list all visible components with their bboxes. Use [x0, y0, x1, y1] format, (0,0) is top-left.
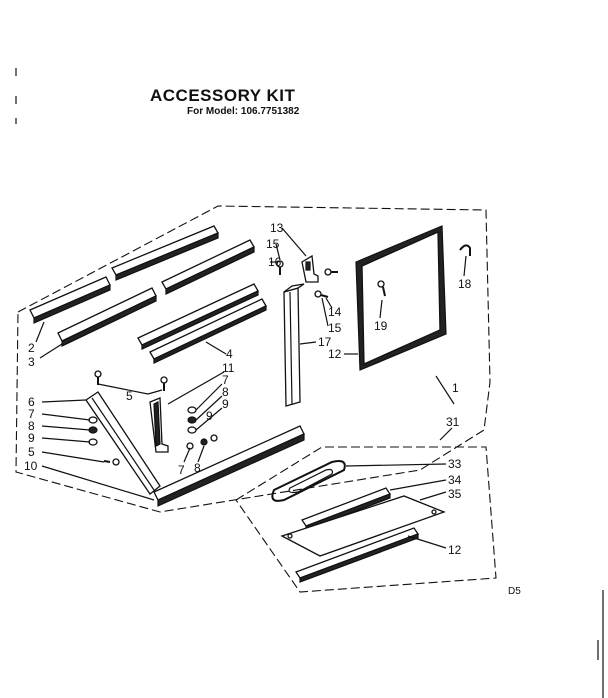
model-number: For Model: 106.7751382 [187, 106, 300, 117]
callout-9-bottom: 9 [206, 409, 213, 423]
screw-part-5b [160, 376, 168, 391]
rail-part-4 [137, 283, 267, 364]
callout-14: 14 [328, 305, 342, 319]
callout-35: 35 [448, 487, 462, 501]
callout-31: 31 [446, 415, 460, 429]
callout-16: 16 [268, 255, 282, 269]
callout-1: 1 [452, 381, 459, 395]
callout-6: 6 [28, 395, 35, 409]
rail-part-35 [295, 527, 419, 583]
hardware-stack-right [186, 406, 218, 450]
leader-lines [35, 227, 467, 549]
callout-8-right: 8 [222, 385, 229, 399]
scan-edge-marks [15, 68, 604, 698]
callout-labels: 2 3 4 5 6 7 8 9 5 10 11 7 8 9 7 8 9 13 1… [24, 221, 472, 557]
callout-3: 3 [28, 355, 35, 369]
callout-7-left: 7 [28, 407, 35, 421]
clip-part-18 [459, 244, 471, 256]
callout-8-left: 8 [28, 419, 35, 433]
callout-4: 4 [226, 347, 233, 361]
callout-2: 2 [28, 341, 35, 355]
kit-boundary-dashed [15, 205, 491, 513]
support-part-6 [85, 391, 161, 495]
diagram-title: ACCESSORY KIT [150, 86, 296, 105]
callout-15-top: 15 [266, 237, 280, 251]
rail-part-10 [153, 425, 305, 507]
rail-part-2 [29, 276, 111, 324]
callout-34: 34 [448, 473, 462, 487]
diagram-code: D5 [508, 586, 521, 597]
callout-17: 17 [318, 335, 332, 349]
callout-18: 18 [458, 277, 472, 291]
callout-5-bottom: 5 [28, 445, 35, 459]
panel-part-12 [355, 225, 447, 371]
callout-9-left: 9 [28, 431, 35, 445]
callout-7-bottom: 7 [178, 463, 185, 477]
plate-part-12b [280, 495, 446, 557]
callout-12-top: 12 [328, 347, 342, 361]
callout-7-right: 7 [222, 373, 229, 387]
callout-5-top: 5 [126, 389, 133, 403]
callout-11: 11 [222, 361, 235, 375]
callout-9-right: 9 [222, 397, 229, 411]
callout-10: 10 [24, 459, 38, 473]
subkit-boundary-dashed [235, 446, 497, 593]
bracket-part-11 [149, 397, 169, 453]
callout-15-bottom: 15 [328, 321, 342, 335]
screw-part-5c [103, 458, 120, 466]
screw-part-19 [377, 280, 386, 297]
rail-upper-left [111, 225, 219, 281]
screw-part-5a [94, 370, 102, 385]
callout-13: 13 [270, 221, 284, 235]
screw-part-14 [314, 290, 329, 298]
gasket-part-33 [271, 460, 346, 502]
hardware-stack-left [88, 416, 98, 446]
channel-part-17 [283, 283, 305, 407]
callout-8-bottom: 8 [194, 461, 201, 475]
callout-33: 33 [448, 457, 462, 471]
callout-12-bottom: 12 [448, 543, 462, 557]
rail-upper-right [161, 239, 255, 295]
bracket-part-13 [301, 254, 319, 283]
screw-part-16 [276, 260, 284, 275]
screw-part-15 [324, 268, 338, 276]
callout-19: 19 [374, 319, 388, 333]
